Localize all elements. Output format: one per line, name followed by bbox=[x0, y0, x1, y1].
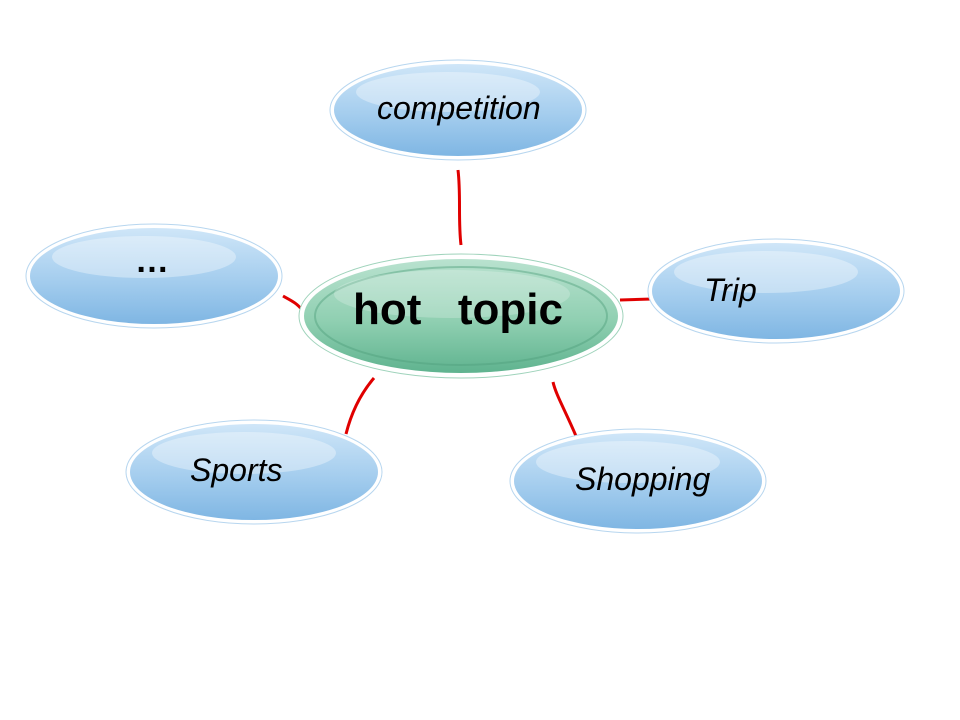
node-competition bbox=[329, 59, 587, 161]
connector-sports bbox=[344, 377, 376, 435]
node-label-shopping: Shopping bbox=[575, 461, 711, 497]
node-label-competition: competition bbox=[377, 90, 541, 126]
connector-trip bbox=[619, 297, 653, 302]
connector-more bbox=[282, 294, 304, 311]
node-center bbox=[298, 253, 624, 379]
node-label-more: … bbox=[135, 242, 171, 280]
node-label-trip: Trip bbox=[704, 272, 757, 308]
node-shopping bbox=[509, 428, 767, 534]
connector-competition bbox=[456, 169, 463, 246]
node-label-sports: Sports bbox=[190, 452, 283, 488]
node-trip bbox=[647, 238, 905, 344]
connector-shopping bbox=[551, 381, 578, 437]
center-label: hot topic bbox=[353, 285, 563, 334]
node-sports bbox=[125, 419, 383, 525]
node-more bbox=[25, 223, 283, 329]
